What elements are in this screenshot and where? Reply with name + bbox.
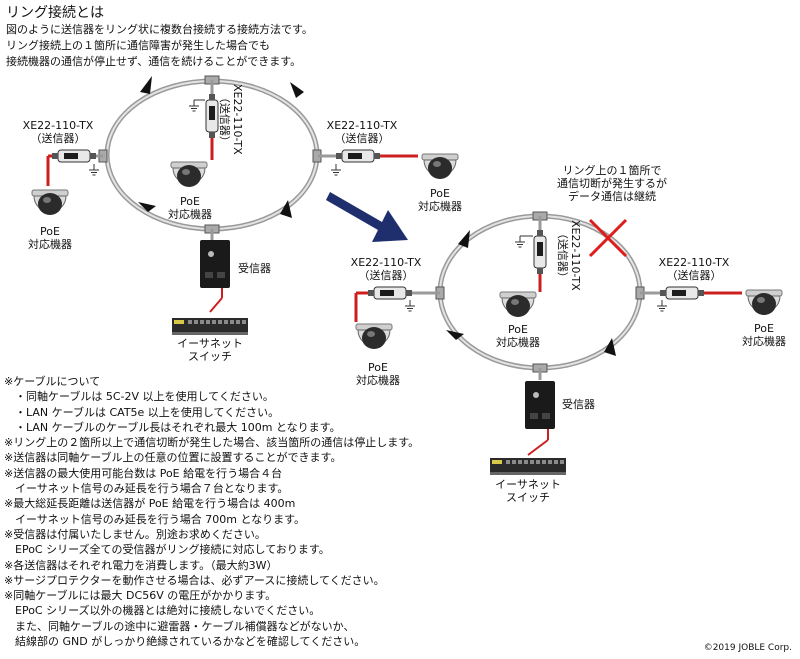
switch-label: イーサネット スイッチ [488,478,568,504]
flow-arrow-icon [290,82,304,98]
note-line: 結線部の GND がしっかり絶縁されているかなどを確認してください。 [4,635,366,649]
poe-text: PoE [508,323,528,336]
tx-model-text: XE22-110-TX [326,119,398,132]
flow-arrow-icon [280,200,292,218]
transmitter-icon [335,149,381,163]
poe-sub-text: 対応機器 [742,335,786,348]
poe-text: PoE [368,361,388,374]
poe-camera-icon [170,161,208,188]
poe-label: PoE 対応機器 [20,225,80,251]
tx-model-text: XE22-110-TX [569,220,582,291]
note-line: EPoC シリーズ全ての受信器がリング接続に対応しております。 [4,543,330,557]
intro-line: 接続機器の通信が停止せず、通信を続けることができます。 [6,55,302,68]
note-line: イーサネット信号のみ延長を行う場合７台となります。 [4,482,289,496]
receiver-icon [200,240,230,288]
ethernet-switch-icon [490,458,566,475]
switch-text: スイッチ [188,350,232,363]
switch-text: イーサネット [495,478,561,491]
poe-text: PoE [430,187,450,200]
tx-model-text: XE22-110-TX [231,84,244,155]
tx-role-text: （送信器） [666,269,722,282]
copyright: ©2019 JOBLE Corp. [703,643,792,653]
poe-text: PoE [754,322,774,335]
tx-role-text: （送信器） [334,132,390,145]
note-line: ※同軸ケーブルには最大 DC56V の電圧がかかります。 [4,589,277,603]
note-line: ※リング上の２箇所以上で通信切断が発生した場合、該当箇所の通信は停止します。 [4,436,420,450]
note-line: ※送信器は同軸ケーブル上の任意の位置に設置することができます。 [4,451,342,465]
note-line: ※ケーブルについて [4,375,101,388]
tx-label-top-vertical: XE22-110-TX （送信器） [218,84,244,155]
note-line: また、同軸ケーブルの途中に避雷器・ケーブル補償器などがないか、 [4,619,355,633]
poe-sub-text: 対応機器 [28,238,72,251]
page-title: リング接続とは [6,5,104,21]
note-line: ※送信器の最大使用可能台数は PoE 給電を行う場合４台 [4,466,283,480]
note-line: ※受信器は付属いたしません。別途お求めください。 [4,527,266,541]
tx-role-text: （送信器） [30,132,86,145]
note-line: ・同軸ケーブルは 5C-2V 以上を使用してください。 [4,390,274,404]
poe-sub-text: 対応機器 [496,336,540,349]
note-line: EPoC シリーズ以外の機器とは絶対に接続しないでください。 [4,604,321,618]
tx-label-left: XE22-110-TX （送信器） [8,119,108,145]
poe-text: PoE [180,195,200,208]
flow-arrow-icon [138,202,156,212]
callout-line: リング上の１箇所で [562,164,662,177]
note-line: ※各送信器はそれぞれ電力を消費します。（最大約3W） [4,558,278,572]
tx-model-text: XE22-110-TX [350,256,422,269]
intro-line: リング接続上の１箇所に通信障害が発生した場合でも [6,39,270,52]
tx-label-left: XE22-110-TX （送信器） [336,256,436,282]
switch-label: イーサネット スイッチ [170,337,250,363]
poe-camera-icon [499,291,537,318]
poe-text: PoE [40,225,60,238]
poe-label: PoE 対応機器 [734,322,794,348]
tx-model-text: XE22-110-TX [658,256,730,269]
note-line: ※最大総延長距離は送信器が PoE 給電を行う場合は 400m [4,497,296,511]
poe-camera-icon [745,289,783,316]
tx-role-text: （送信器） [218,91,231,147]
note-line: ※サージプロテクターを動作させる場合は、必ずアースに接続してください。 [4,573,385,587]
note-line: イーサネット信号のみ延長を行う場合 700m となります。 [4,512,306,526]
switch-text: スイッチ [506,491,550,504]
break-callout: リング上の１箇所で 通信切断が発生するが データ通信は継続 [542,164,682,203]
transmitter-icon [205,93,219,139]
note-line: ・LAN ケーブルのケーブル長はそれぞれ最大 100m となります。 [4,420,341,434]
flow-arrow-icon [458,230,470,248]
tx-role-text: （送信器） [556,227,569,283]
transition-arrow-icon [326,192,408,242]
tx-label-right: XE22-110-TX （送信器） [312,119,412,145]
flow-arrow-icon [604,338,616,356]
intro-text: 図のように送信器をリング状に複数台接続する接続方法です。 リング接続上の１箇所に… [6,22,313,70]
receiver-label: 受信器 [238,262,271,275]
transmitter-icon [659,286,705,300]
note-line: ・LAN ケーブルは CAT5e 以上を使用してください。 [4,405,280,419]
poe-label: PoE 対応機器 [410,187,470,213]
receiver-label: 受信器 [562,398,595,411]
transmitter-icon [51,149,97,163]
poe-label: PoE 対応機器 [348,361,408,387]
poe-camera-icon [355,323,393,350]
tx-label-top-vertical: XE22-110-TX （送信器） [556,220,582,291]
callout-line: データ通信は継続 [568,190,656,203]
poe-sub-text: 対応機器 [356,374,400,387]
notes-block: ※ケーブルについて ・同軸ケーブルは 5C-2V 以上を使用してください。 ・L… [4,374,419,649]
tx-label-right: XE22-110-TX （送信器） [644,256,744,282]
tx-role-text: （送信器） [358,269,414,282]
switch-text: イーサネット [177,337,243,350]
poe-sub-text: 対応機器 [168,208,212,221]
transmitter-icon [367,286,413,300]
flow-arrow-icon [140,76,152,94]
flow-arrow-icon [446,330,464,340]
poe-camera-icon [31,189,69,216]
tx-model-text: XE22-110-TX [22,119,94,132]
callout-line: 通信切断が発生するが [557,177,667,190]
ethernet-switch-icon [172,318,248,335]
intro-line: 図のように送信器をリング状に複数台接続する接続方法です。 [6,23,313,36]
poe-sub-text: 対応機器 [418,200,462,213]
poe-camera-icon [421,153,459,180]
receiver-icon [525,381,555,429]
poe-label: PoE 対応機器 [160,195,220,221]
poe-label: PoE 対応機器 [488,323,548,349]
transmitter-icon [533,229,547,275]
